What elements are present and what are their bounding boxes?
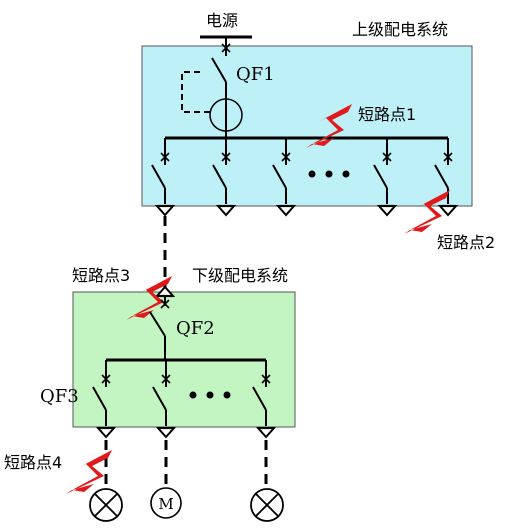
motor-icon: M — [150, 487, 182, 519]
power-source-label: 电源 — [206, 11, 238, 30]
lower-system-label: 下级配电系统 — [192, 266, 288, 285]
fault-point-2-label: 短路点2 — [437, 233, 495, 252]
upper-feeder-3 — [272, 138, 296, 217]
lower-feeder-2 — [152, 360, 176, 439]
fault-point-1-label: 短路点1 — [358, 105, 416, 124]
qf2-breaker — [149, 296, 170, 360]
qf2-label: QF2 — [176, 318, 215, 339]
motor-label: M — [158, 495, 173, 513]
qf3-label: QF3 — [40, 386, 79, 407]
upper-feeder-ellipsis — [308, 170, 350, 178]
qf1-label: QF1 — [236, 64, 275, 85]
upper-system-label: 上级配电系统 — [352, 20, 448, 39]
upper-feeder-5 — [434, 138, 458, 217]
qf1-breaker — [211, 43, 231, 138]
qf1-trip-link — [181, 71, 210, 113]
fault-point-3-label: 短路点3 — [72, 266, 130, 285]
lower-feeder-1 — [92, 360, 116, 439]
lightning-bolt-icon — [66, 450, 112, 494]
fault-point-4-label: 短路点4 — [4, 453, 62, 472]
lower-feeder-3 — [252, 360, 276, 439]
upper-feeder-1 — [151, 138, 175, 217]
upper-feeder-2 — [212, 138, 236, 217]
lamp-icon — [89, 488, 123, 522]
current-transformer-icon — [209, 98, 243, 132]
lower-feeder-ellipsis — [189, 391, 231, 399]
upper-system-box — [141, 45, 473, 207]
upper-feeder-4 — [373, 138, 397, 217]
lamp-icon — [250, 488, 284, 522]
